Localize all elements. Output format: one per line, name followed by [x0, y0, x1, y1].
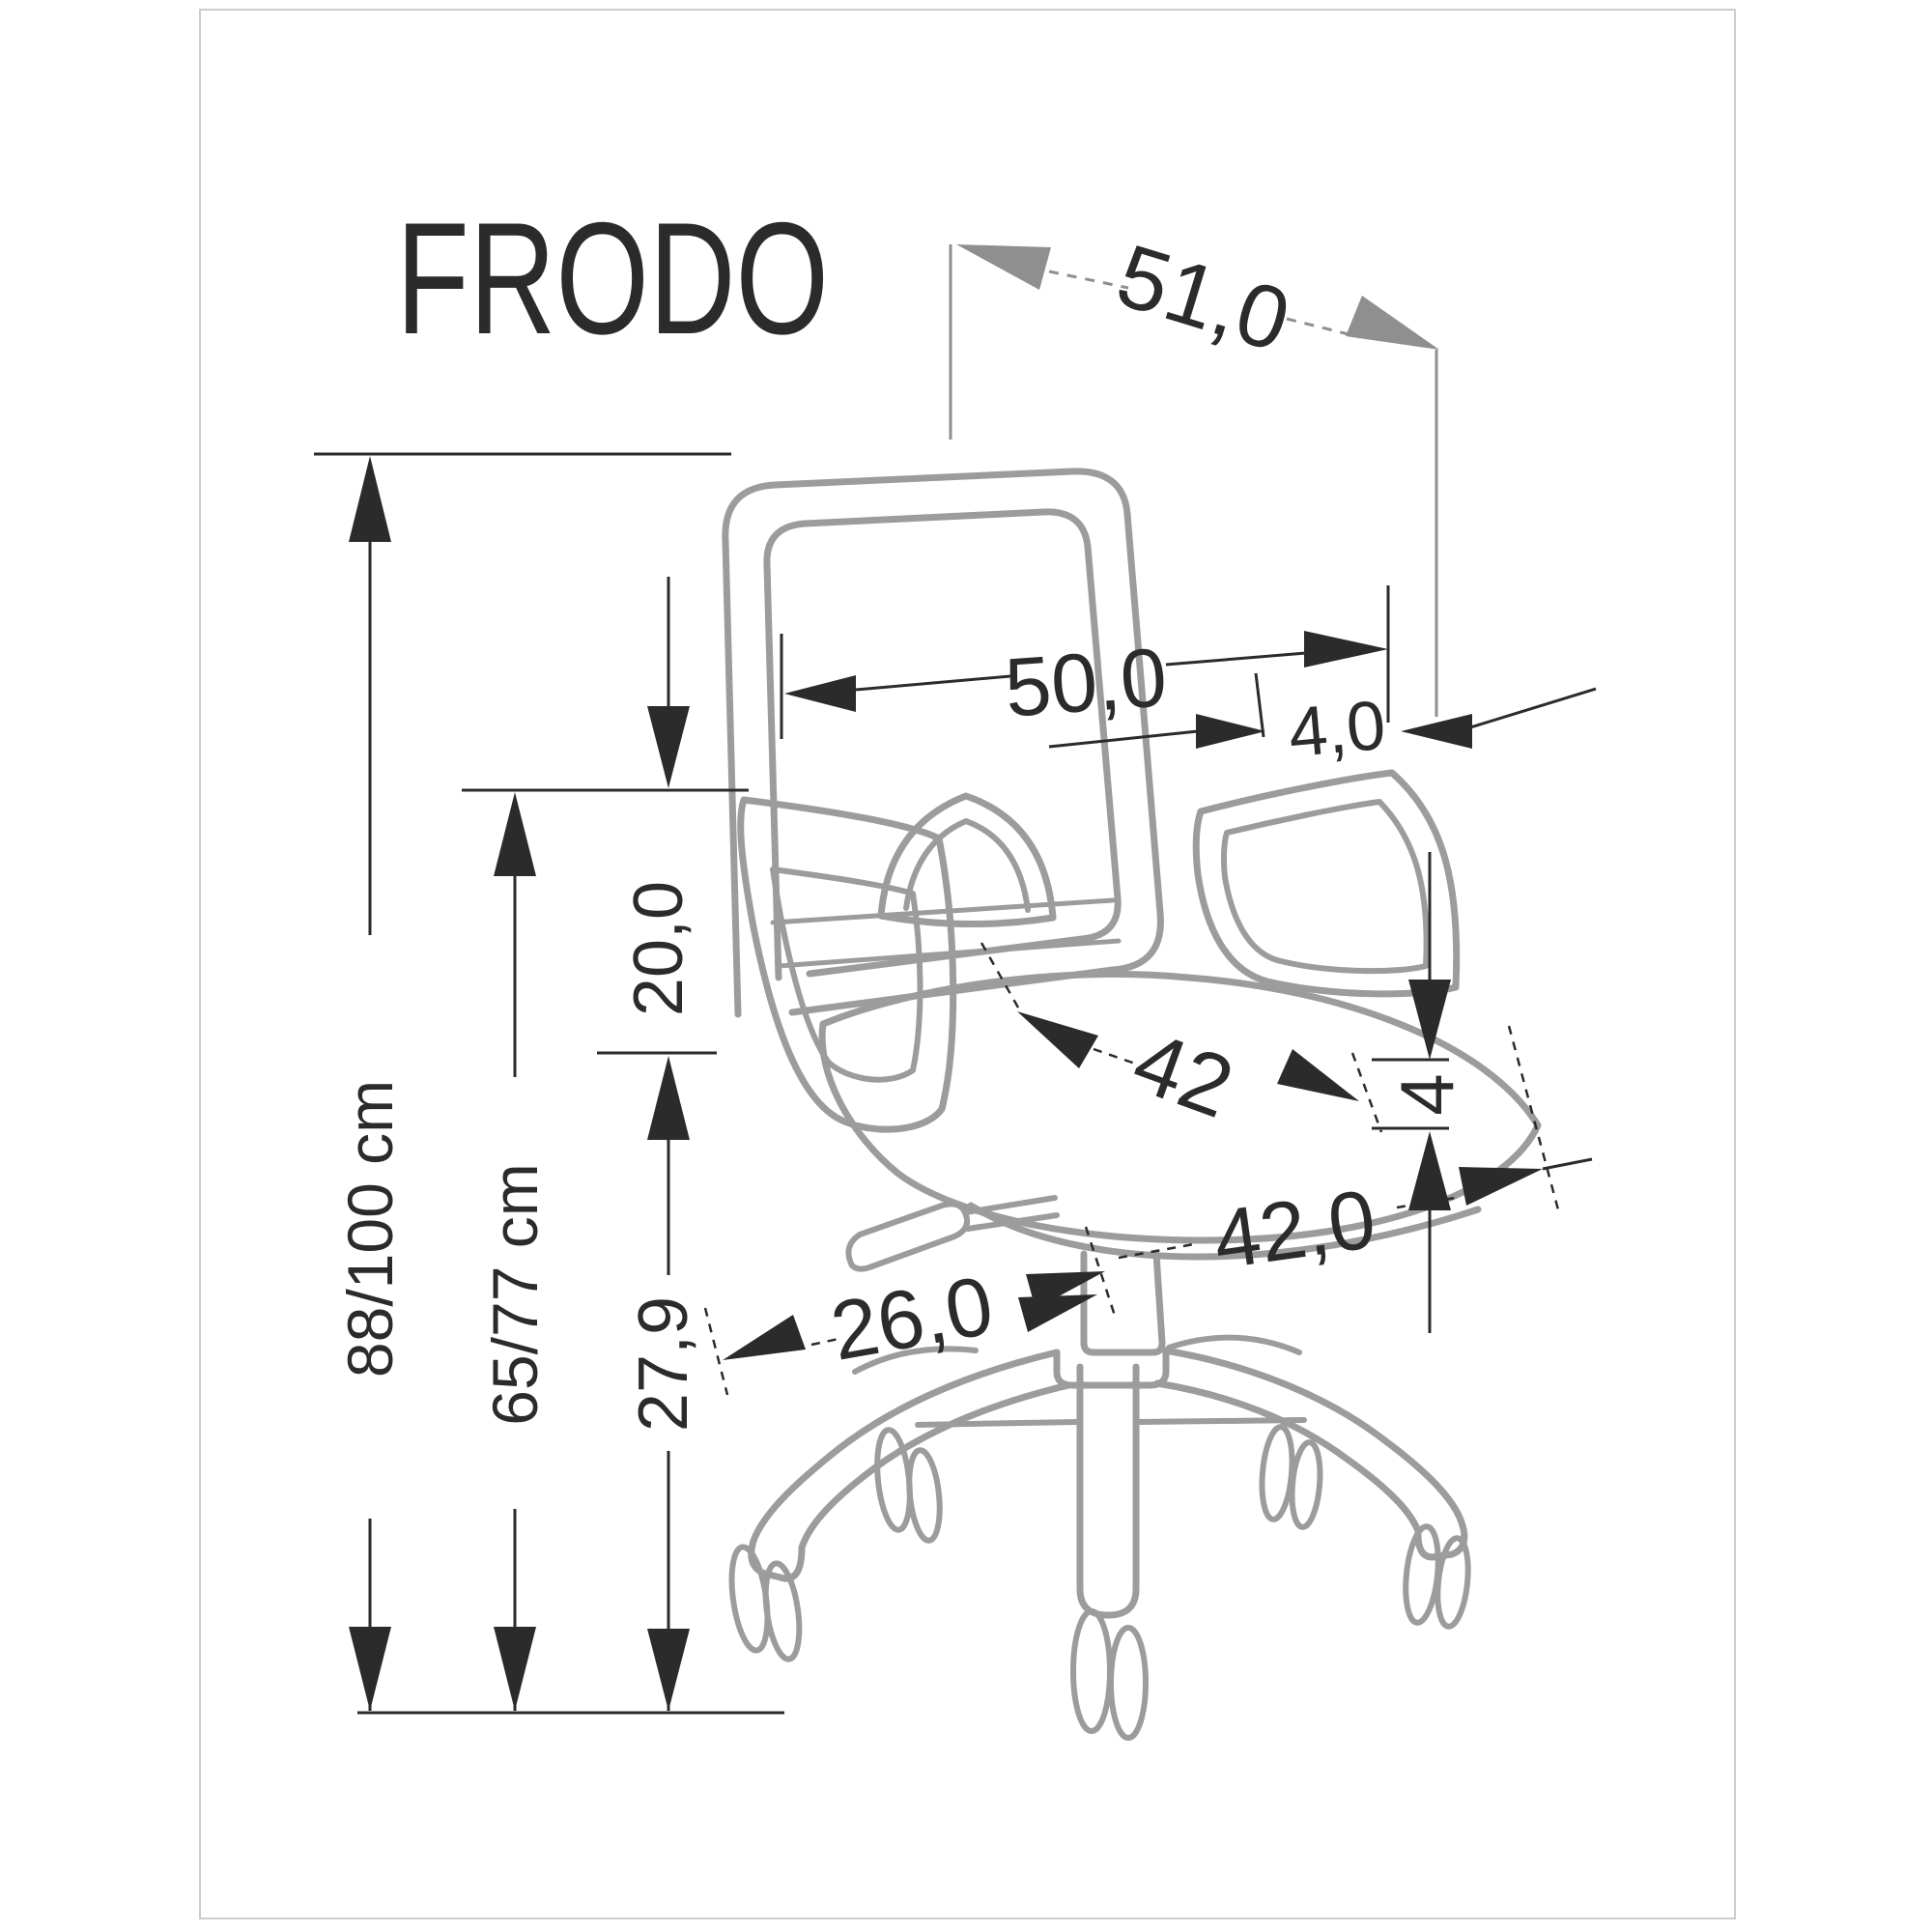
- dimension-backrest-above-armrest: [597, 577, 717, 1140]
- dimension-backrest-width: [780, 585, 1390, 739]
- lumbar-pad-inner: [903, 818, 1031, 913]
- dimension-depth: [949, 244, 1439, 717]
- base-leg-back-left: [852, 1346, 1081, 1428]
- base-leg-front: [1076, 1363, 1140, 1619]
- arrowhead-up-icon: [349, 456, 391, 542]
- dimension-lines: [314, 452, 1597, 1715]
- dimension-seat-thickness: [1372, 852, 1451, 1333]
- label-total-height: 88/100 cm: [334, 1080, 406, 1378]
- lumbar-pad-outer: [877, 792, 1057, 927]
- label-seat-height: 65/77 cm: [479, 1163, 551, 1425]
- product-title: FRODO: [396, 189, 829, 367]
- backrest-outer-frame: [722, 468, 1164, 1018]
- label-backrest-above-armrest: 20,0: [620, 881, 697, 1016]
- right-armrest-inner: [1220, 799, 1430, 975]
- arrowhead-up-icon: [1408, 1131, 1451, 1210]
- label-base-height: 27,9: [625, 1296, 702, 1432]
- dimension-base-leg: [703, 1294, 1097, 1396]
- dimension-seat-height: [462, 788, 749, 1711]
- left-armrest-outer: [737, 796, 957, 1133]
- base-hub: [1053, 1349, 1170, 1389]
- arrowhead-down-icon: [494, 1627, 536, 1711]
- arrowhead-up-icon: [647, 1056, 690, 1140]
- adjustment-lever: [845, 1195, 1060, 1272]
- dimension-total-height: [314, 452, 731, 1711]
- arrowhead-right-icon: [1196, 714, 1265, 749]
- label-backrest-width: 50,0: [1002, 631, 1170, 734]
- label-armrest-width: 4,0: [1286, 687, 1389, 772]
- caster-left: [728, 1544, 803, 1662]
- arrowhead-up-icon: [494, 792, 536, 876]
- arrowhead-down-right-icon: [1346, 296, 1439, 350]
- arrowhead-right-icon: [1018, 1294, 1097, 1332]
- left-armrest-inner: [770, 867, 923, 1083]
- arrowhead-down-right-icon: [1277, 1049, 1359, 1101]
- label-seat-width: 42,0: [1208, 1173, 1381, 1287]
- gas-lift-column: [1080, 1250, 1166, 1356]
- arrowhead-right-icon: [1459, 1167, 1543, 1206]
- backrest-inner-frame: [763, 508, 1122, 981]
- arrowhead-right-icon: [1304, 631, 1388, 668]
- caster-right: [1403, 1523, 1471, 1630]
- arrowhead-down-icon: [647, 1629, 690, 1711]
- arrowhead-down-left-icon: [723, 1315, 806, 1360]
- arrowhead-left-icon: [1401, 714, 1472, 749]
- arrowhead-down-icon: [349, 1627, 391, 1711]
- arrowhead-down-icon: [647, 706, 690, 788]
- page-border: [199, 9, 1736, 1919]
- caster-back-right: [1259, 1424, 1323, 1530]
- caster-back-left: [874, 1427, 943, 1544]
- arrowhead-up-left-icon: [956, 244, 1051, 290]
- label-seat-thickness: 4: [1384, 1073, 1469, 1115]
- dimension-armrest-width: [1048, 672, 1597, 749]
- seat-front-edge: [967, 1202, 1482, 1261]
- backrest-bottom-bar: [770, 897, 1122, 969]
- base-leg-back-right: [1137, 1334, 1307, 1425]
- arrowhead-up-left-icon: [1017, 1011, 1098, 1068]
- arrowhead-down-icon: [1408, 980, 1451, 1060]
- arrowhead-left-icon: [784, 675, 856, 712]
- dimension-base-height: [647, 1140, 690, 1711]
- dimension-seat-depth: [980, 942, 1383, 1133]
- caster-front: [1070, 1608, 1149, 1741]
